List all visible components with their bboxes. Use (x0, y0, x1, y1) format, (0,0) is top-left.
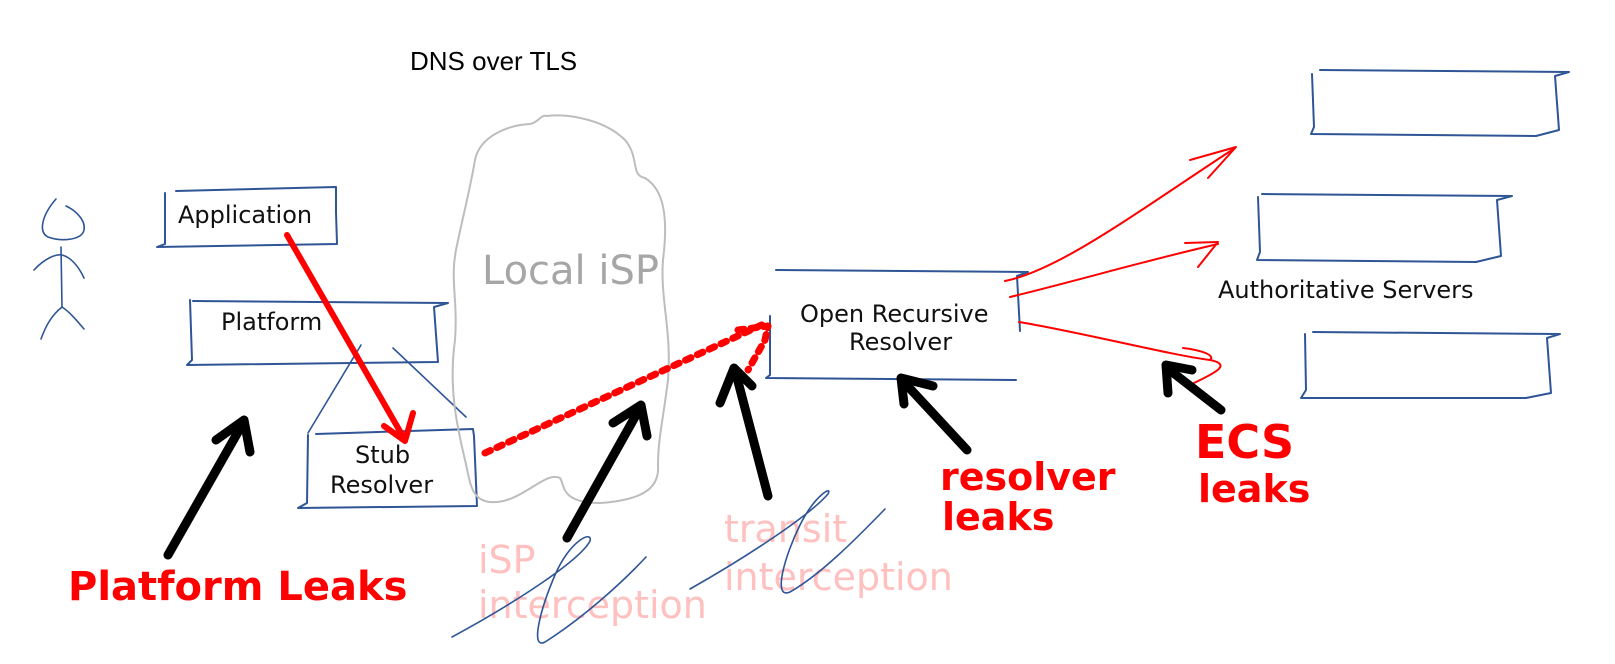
isp-interception-label-line2: interception (478, 583, 707, 627)
platform-label: Platform (221, 308, 322, 336)
local-isp-cloud: Local iSP (451, 114, 670, 505)
platform-leaks-arrow (163, 415, 255, 560)
ecs-leaks-label-line2: leaks (1198, 467, 1310, 511)
authoritative-servers-label: Authoritative Servers (1218, 276, 1473, 304)
stub-resolver-label-line1: Stub (355, 441, 410, 469)
local-isp-label: Local iSP (482, 248, 659, 294)
isp-interception-arrow (562, 400, 652, 543)
isp-interception-strike-scribble (451, 536, 647, 644)
application-label: Application (178, 201, 312, 229)
resolver-to-auth-red-arrows (1004, 146, 1237, 386)
resolver-leaks-arrow (896, 373, 972, 455)
resolver-leaks-label-line2: leaks (942, 495, 1054, 539)
open-resolver-label-line1: Open Recursive (800, 300, 989, 328)
platform-leaks-label: Platform Leaks (68, 564, 407, 610)
ecs-leaks-label-line1: ECS (1195, 415, 1294, 469)
transit-interception-strike-scribble (689, 490, 886, 594)
authoritative-server-box-3 (1300, 331, 1561, 399)
platform-stub-connector-left (307, 344, 362, 434)
stub-resolver-label-line2: Resolver (330, 471, 433, 499)
stub-resolver-box: Stub Resolver (297, 428, 478, 509)
authoritative-server-box-1 (1310, 69, 1570, 137)
dot-encrypted-link (481, 318, 772, 457)
transit-interception-arrow (715, 363, 773, 501)
resolver-leaks-label-line1: resolver (940, 455, 1116, 499)
application-box: Application (156, 186, 338, 248)
authoritative-server-box-2: Authoritative Servers (1218, 193, 1513, 304)
user-stick-figure-icon (33, 198, 85, 340)
app-to-stub-red-arrow (284, 232, 416, 444)
transit-interception-label-line2: interception (724, 555, 953, 599)
transit-interception-struck: transit interception (689, 490, 953, 599)
platform-box: Platform (186, 299, 449, 366)
open-recursive-resolver-box: Open Recursive Resolver (765, 269, 1029, 381)
open-resolver-label-line2: Resolver (849, 328, 952, 356)
ecs-leaks-arrow (1161, 360, 1226, 415)
isp-interception-label-line1: iSP (478, 538, 536, 582)
diagram-title: DNS over TLS (410, 46, 577, 76)
isp-interception-struck: iSP interception (451, 536, 707, 644)
